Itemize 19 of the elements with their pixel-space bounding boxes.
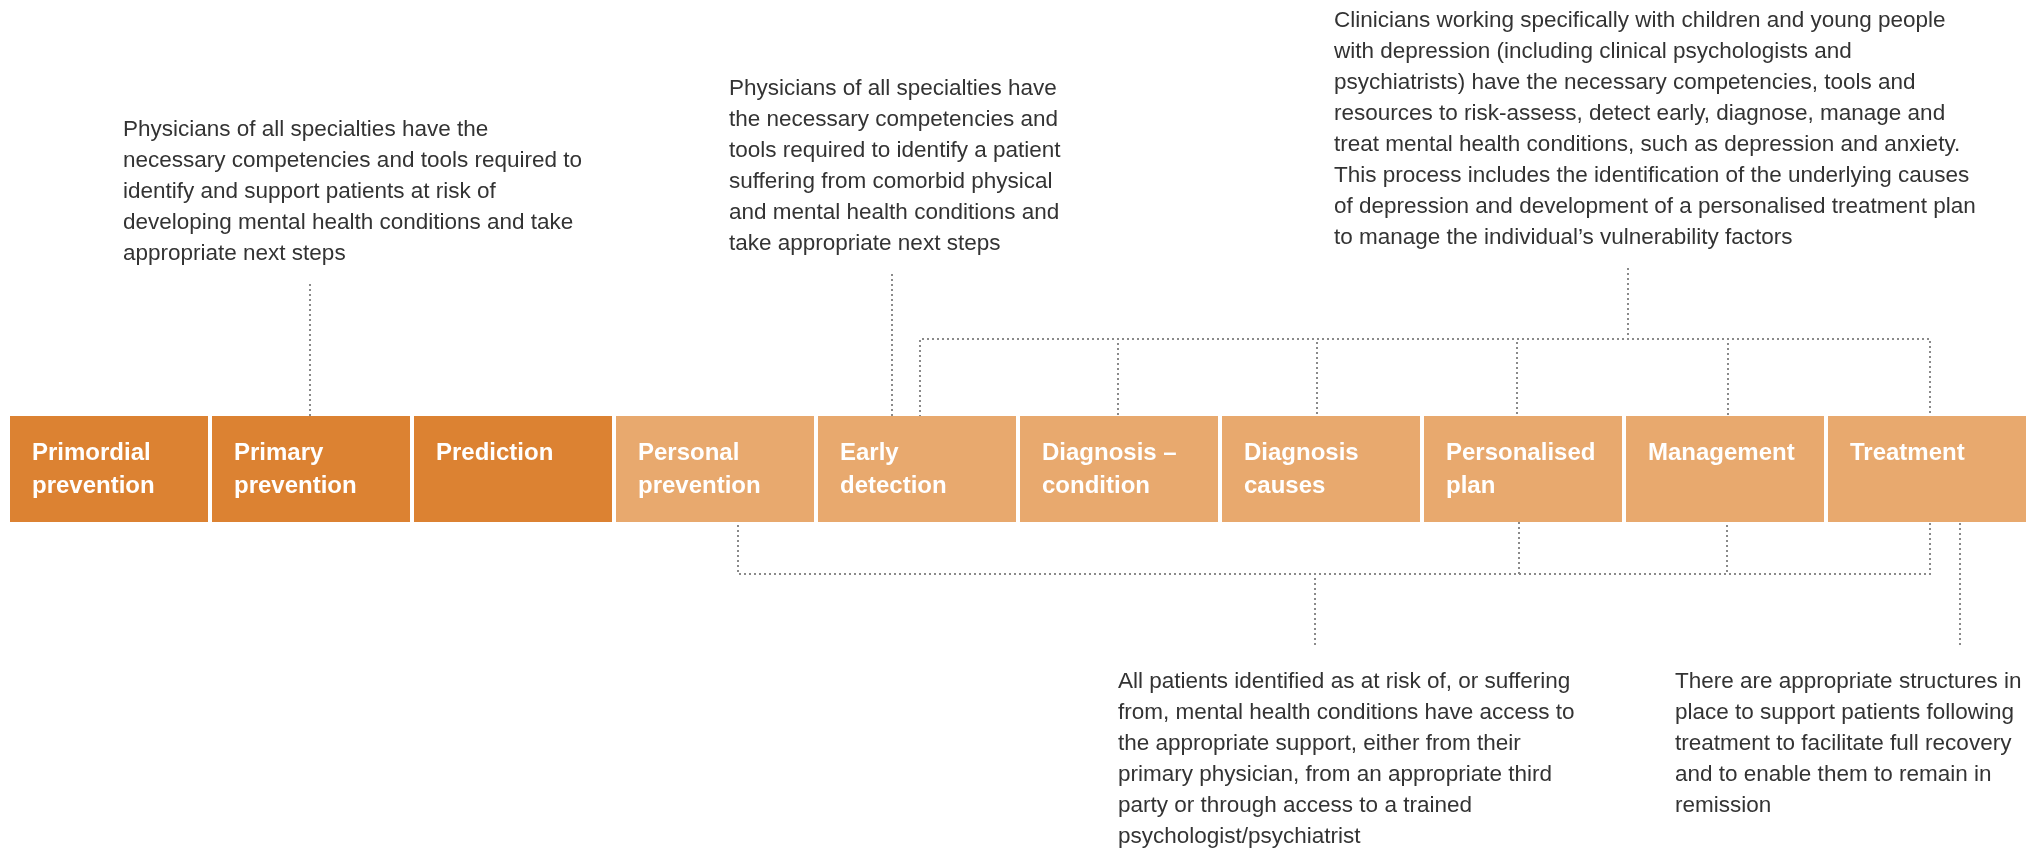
- stage-box: Primordial prevention: [10, 416, 208, 522]
- stage-box: Diagnosis – condition: [1020, 416, 1218, 522]
- leader-line: [1959, 521, 1961, 646]
- leader-line: [891, 273, 893, 417]
- stage-box: Prediction: [414, 416, 612, 522]
- stage-box: Personalised plan: [1424, 416, 1622, 522]
- leader-line: [1314, 521, 1931, 646]
- stage-box: Diagnosis causes: [1222, 416, 1420, 522]
- leader-line: [309, 283, 311, 417]
- description-text: Clinicians working specifically with children and young people with depression (including clinical psychologists and psychiatrists) have the necessary competencies, tools and resources to risk-assess, detect early, diagnose, manage and treat mental health conditions, such as depression and anxiety. This process includes the identification of the underlying causes of depression and development of a personalised treatment plan to manage the individual’s vulnerability factors: [1334, 6, 1977, 251]
- stage-box: Treatment: [1828, 416, 2026, 522]
- stage-box: Management: [1626, 416, 1824, 522]
- description-text: Physicians of all specialties have the necessary competencies and tools required to identify a patient suffering from comorbid physical and mental health conditions and take appropriate next steps: [729, 74, 1062, 257]
- description-text: All patients identified as at risk of, or suffering from, mental health conditions have access to the appropriate support, either from their primary physician, from an appropriate third party or through access to a trained psychologist/psychiatrist: [1118, 667, 1576, 850]
- stage-box: Primary prevention: [212, 416, 410, 522]
- description-text: Physicians of all specialties have the necessary competencies and tools required to identify and support patients at risk of developing mental health conditions and take appropriate next steps: [123, 115, 583, 267]
- stage-box: Early detection: [818, 416, 1016, 522]
- stage-box: Personal prevention: [616, 416, 814, 522]
- description-text: There are appropriate structures in place to support patients following treatment to facilitate full recovery and to enable them to remain in remission: [1675, 667, 2023, 819]
